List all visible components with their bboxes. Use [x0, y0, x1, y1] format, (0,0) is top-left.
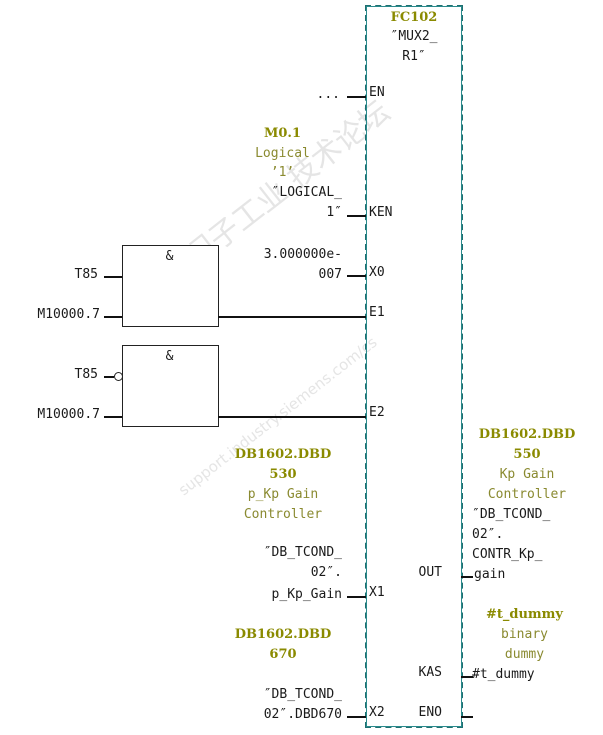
x2-address-line2: 670 [269, 647, 297, 662]
x1-symbol-line1[interactable]: ″DB_TCOND_ [263, 545, 342, 560]
x1-comment-line1: p_Kp Gain [247, 487, 319, 502]
ken-comment-line2: ’1’ [270, 165, 295, 180]
kas-wire [461, 676, 473, 678]
pin-x0: X0 [369, 265, 385, 280]
x1-address-line1: DB1602.DBD [234, 447, 332, 462]
ken-address: M0.1 [263, 126, 301, 141]
and-gate-1[interactable] [122, 245, 219, 327]
kas-symbol: #t_dummy [485, 607, 563, 622]
eno-wire [461, 716, 473, 718]
gate1-input2-label[interactable]: M10000.7 [37, 307, 100, 322]
negation-circle-icon [114, 372, 123, 381]
ken-symbol-line1[interactable]: ″LOGICAL_ [271, 185, 342, 200]
pin-e2: E2 [369, 405, 385, 420]
x2-address-line1: DB1602.DBD [234, 627, 332, 642]
and-gate-2[interactable] [122, 345, 219, 427]
ken-symbol-line2[interactable]: 1″ [326, 205, 342, 220]
out-comment-line1: Kp Gain [499, 467, 555, 482]
x0-wire [347, 275, 366, 277]
x0-value-line2[interactable]: 007 [318, 267, 342, 282]
x1-symbol-line3[interactable]: p_Kp_Gain [271, 587, 342, 602]
kas-comment-line1: binary [501, 627, 548, 642]
and-gate-2-label: & [165, 349, 174, 364]
out-address-line1: DB1602.DBD [478, 427, 576, 442]
and-gate-1-label: & [165, 249, 174, 264]
fc-block-symbol-line2: R1″ [402, 49, 426, 64]
kas-comment-line2: dummy [504, 647, 545, 662]
pin-x2: X2 [369, 705, 385, 720]
out-wire [461, 576, 473, 578]
out-symbol-line4[interactable]: gain [474, 567, 506, 582]
gate2-output-wire-e2 [218, 416, 366, 418]
ken-comment-line1: Logical [255, 146, 310, 161]
gate1-input1-label[interactable]: T85 [74, 267, 98, 282]
en-wire [347, 96, 366, 98]
gate2-input1-wire [104, 376, 114, 378]
out-comment-line2: Controller [487, 487, 567, 502]
out-address-line2: 550 [513, 447, 541, 462]
gate1-output-wire-e1 [218, 316, 366, 318]
x2-symbol-line2[interactable]: 02″.DBD670 [263, 707, 342, 722]
ken-wire [347, 215, 366, 217]
gate1-input2-wire [104, 316, 122, 318]
fc-block-symbol-line1: ″MUX2_ [390, 29, 438, 44]
pin-x1: X1 [369, 585, 385, 600]
x0-value-line1[interactable]: 3.000000e- [263, 247, 342, 262]
fc-block-box[interactable] [365, 5, 463, 728]
gate2-input1-label[interactable]: T85 [74, 367, 98, 382]
x2-wire [347, 716, 366, 718]
x1-comment-line2: Controller [243, 507, 323, 522]
x1-wire [347, 596, 366, 598]
pin-eno: ENO [418, 705, 442, 720]
pin-out: OUT [418, 565, 442, 580]
pin-kas: KAS [418, 665, 442, 680]
gate2-input2-wire [104, 416, 122, 418]
pin-ken: KEN [369, 205, 393, 220]
x2-symbol-line1[interactable]: ″DB_TCOND_ [263, 687, 342, 702]
gate2-input2-label[interactable]: M10000.7 [37, 407, 100, 422]
fc-block-name: FC102 [390, 10, 438, 25]
gate1-input1-wire [104, 276, 122, 278]
out-symbol-line3[interactable]: CONTR_Kp_ [472, 547, 543, 562]
x1-address-line2: 530 [269, 467, 297, 482]
x1-symbol-line2[interactable]: 02″. [310, 565, 342, 580]
out-symbol-line2[interactable]: 02″. [472, 527, 504, 542]
pin-en: EN [369, 85, 385, 100]
pin-e1: E1 [369, 305, 385, 320]
en-input-value[interactable]: ... [316, 87, 340, 102]
out-symbol-line1[interactable]: ″DB_TCOND_ [472, 507, 551, 522]
kas-value[interactable]: #t_dummy [472, 667, 535, 682]
